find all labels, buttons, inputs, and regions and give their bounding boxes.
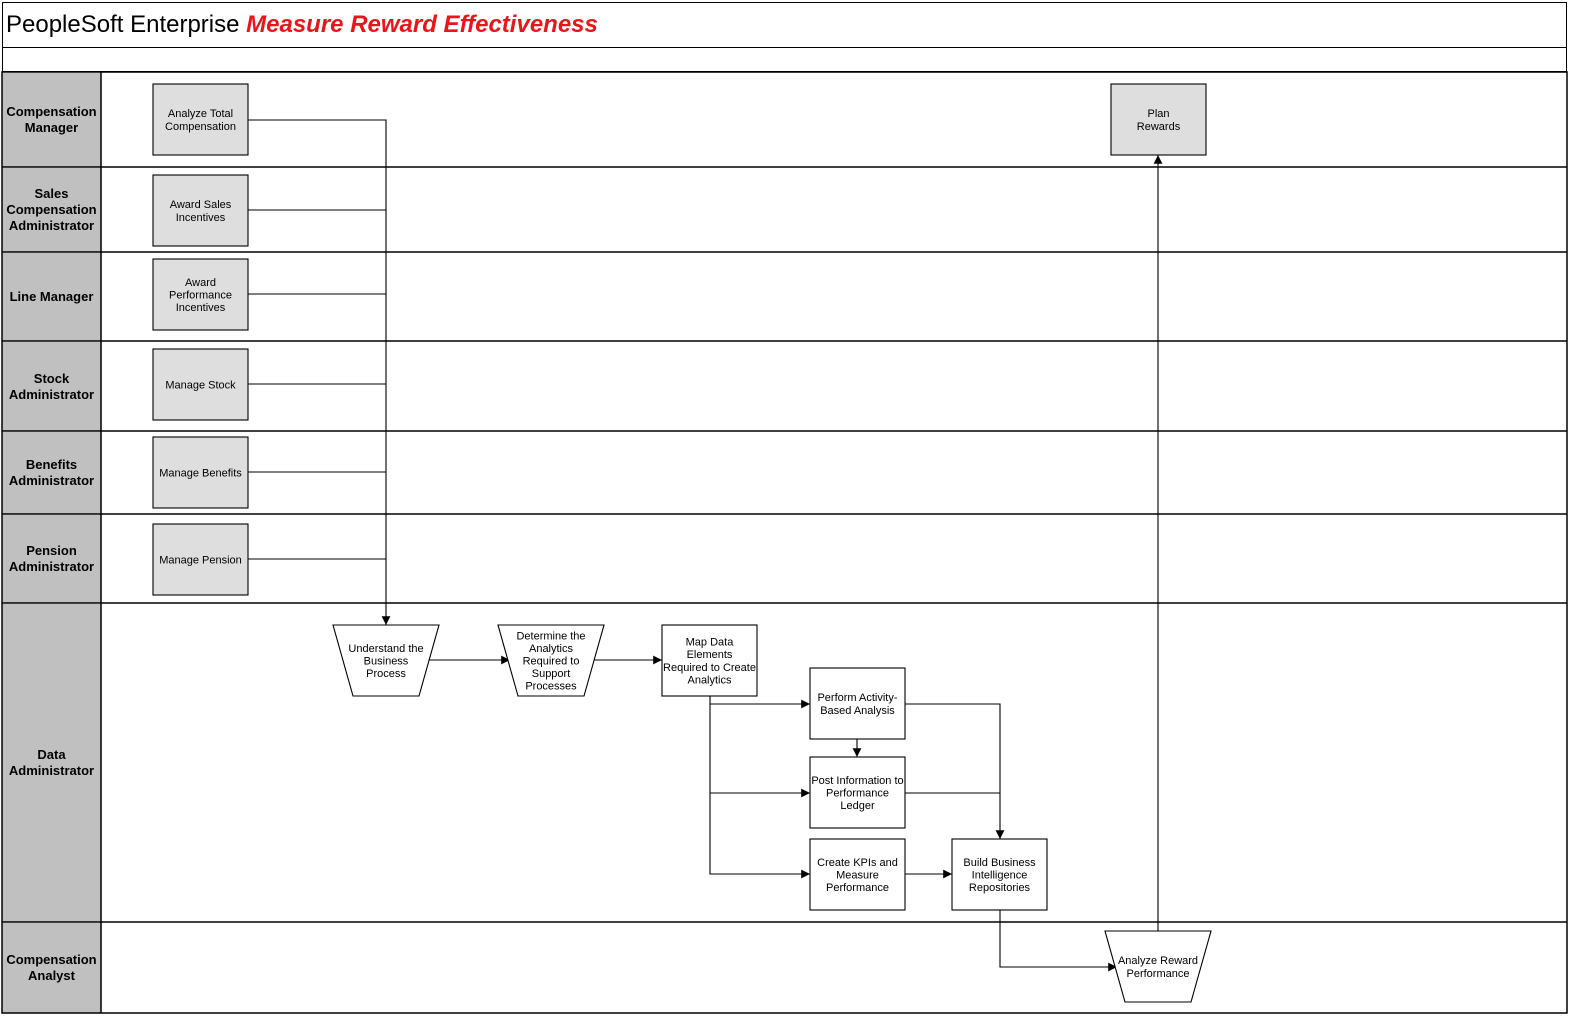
node-shape [152,258,249,331]
node-shape [1110,83,1207,156]
title-bar: PeopleSoft Enterprise Measure Reward Eff… [2,2,1567,48]
connector-build-bi-repositories-to-analyze-reward-performance [999,910,1117,972]
node-label: Perform Activity-Based Analysis [817,692,897,717]
node-shape [152,83,249,156]
connectors [248,119,1163,972]
node-shape [809,756,906,829]
lane-header-line-manager: Line Manager [2,253,101,341]
lane-outer-border [1,71,1568,1014]
node-manage-benefits: Manage Benefits [152,436,249,509]
lane-header-stock-administrator: Stock Administrator [2,342,101,431]
node-label: Manage Stock [165,380,236,392]
lane-header-pension-administrator: Pension Administrator [2,515,101,603]
title-prefix: PeopleSoft Enterprise [6,11,247,38]
node-manage-stock: Manage Stock [152,348,249,421]
connector-map-data-elements-to-create-kpis [709,793,810,879]
node-shape [661,624,758,697]
lane-header-sales-compensation-administrator: Sales Compensation Administrator [2,168,101,252]
node-shape [809,838,906,911]
node-perform-activity-based-analysis: Perform Activity-Based Analysis [809,667,906,740]
node-shape [951,838,1048,911]
lane-borders [1,71,1568,1014]
connector-map-data-elements-to-post-information-performance-ledger [709,704,810,798]
node-shape [497,624,605,697]
lane-header-benefits-administrator: Benefits Administrator [2,432,101,514]
lane-header-compensation-manager: Compensation Manager [2,73,101,167]
diagram-title: PeopleSoft Enterprise Measure Reward Eff… [6,11,598,39]
node-shape [152,436,249,509]
lane-header-data-administrator: Data Administrator [2,604,101,922]
node-label: Manage Benefits [159,468,242,480]
node-shape [1104,930,1212,1003]
node-label: Manage Pension [159,555,242,567]
subtitle-bar [2,47,1567,72]
title-emphasis: Measure Reward Effectiveness [246,11,598,38]
node-shape [152,174,249,247]
node-shape [332,624,440,697]
node-shape [152,523,249,596]
node-shape [809,667,906,740]
node-manage-pension: Manage Pension [152,523,249,596]
connector-map-data-elements-to-perform-activity-based-analysis [709,696,810,709]
connector-perform-activity-based-analysis-to-build-bi-repositories [905,703,1005,839]
connector-analyze-total-compensation-to-understand-business-process [248,119,391,625]
node-shape [152,348,249,421]
lane-header-compensation-analyst: Compensation Analyst [2,923,101,1013]
